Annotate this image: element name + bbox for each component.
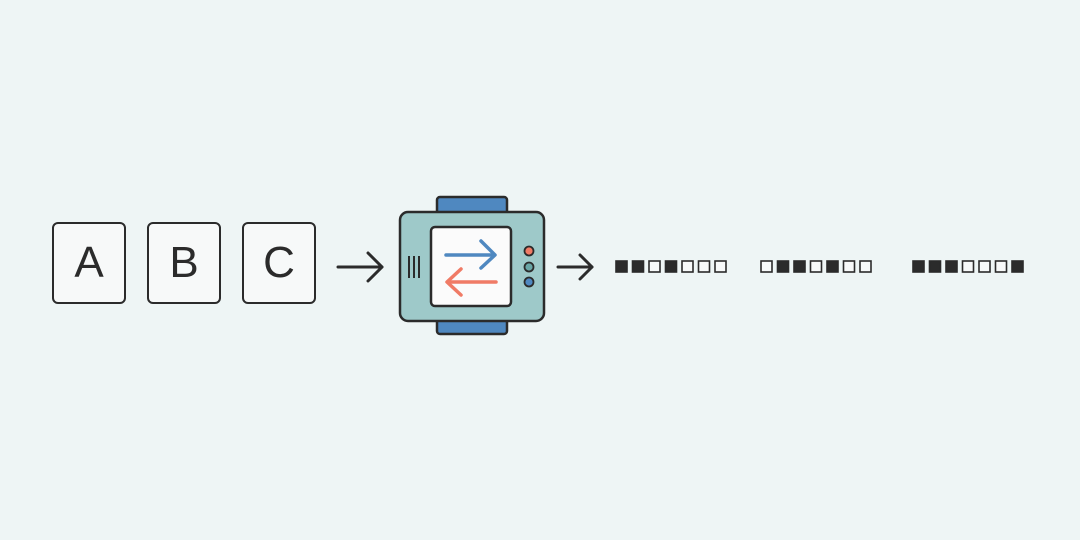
- empty-square: [961, 260, 975, 273]
- letter-a: A: [74, 238, 104, 287]
- converter-machine-icon: [398, 195, 546, 336]
- filled-square: [793, 260, 806, 273]
- filled-square: [928, 260, 942, 273]
- filled-square: [945, 260, 958, 273]
- letter-box-c: C: [242, 222, 316, 304]
- vent-lines: [408, 256, 420, 278]
- filled-square: [776, 260, 790, 273]
- empty-square: [681, 260, 694, 273]
- empty-square: [648, 260, 661, 273]
- empty-square: [842, 260, 856, 273]
- filled-square: [631, 260, 645, 273]
- empty-square: [714, 260, 727, 273]
- empty-square: [859, 260, 872, 273]
- filled-square: [615, 260, 628, 273]
- filled-square: [1011, 260, 1024, 273]
- filled-square: [826, 260, 839, 273]
- empty-square: [978, 260, 991, 273]
- encoded-group-3: [912, 260, 1024, 273]
- letter-c: C: [263, 238, 295, 287]
- machine-screen: [429, 225, 513, 308]
- letter-box-b: B: [147, 222, 221, 304]
- empty-square: [697, 260, 711, 273]
- empty-square: [809, 260, 823, 273]
- indicator-light-red: [523, 245, 535, 257]
- letter-box-a: A: [52, 222, 126, 304]
- filled-square: [664, 260, 678, 273]
- right-arrow-icon: [556, 253, 594, 281]
- empty-square: [994, 260, 1008, 273]
- swap-arrows-icon: [444, 239, 498, 297]
- filled-square: [912, 260, 925, 273]
- letter-b: B: [169, 238, 199, 287]
- indicator-light-teal: [523, 261, 535, 273]
- empty-square: [760, 260, 773, 273]
- encoded-group-2: [760, 260, 872, 273]
- encoded-group-1: [615, 260, 727, 273]
- right-arrow-icon: [336, 251, 384, 283]
- encoded-output: [615, 260, 1024, 273]
- indicator-light-blue: [523, 276, 535, 288]
